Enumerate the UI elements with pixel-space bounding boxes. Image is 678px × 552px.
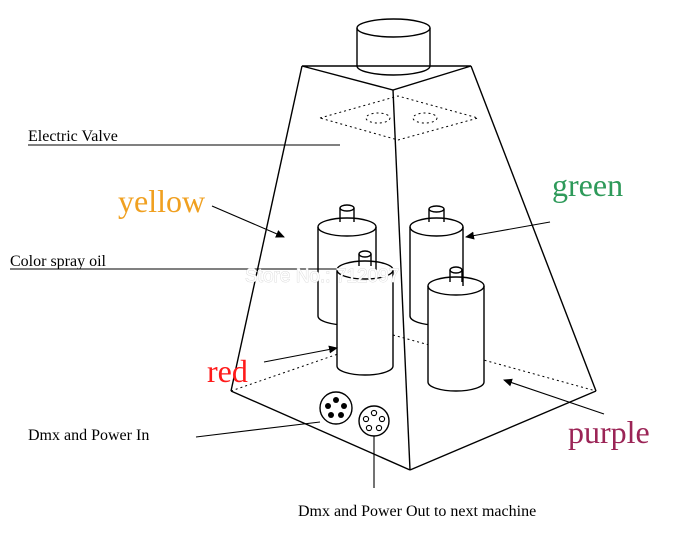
label-purple: purple bbox=[568, 414, 650, 450]
label-dmx-power-in: Dmx and Power In bbox=[28, 427, 149, 444]
top-nozzle bbox=[356, 18, 431, 76]
label-red: red bbox=[207, 353, 248, 389]
label-green: green bbox=[552, 167, 623, 203]
label-dmx-power-out: Dmx and Power Out to next machine bbox=[298, 503, 536, 520]
dmx-out-connector-icon bbox=[358, 405, 390, 437]
store-watermark: Store No.: 712097 bbox=[245, 266, 399, 287]
oil-tank-red bbox=[336, 250, 394, 376]
label-electric-valve: Electric Valve bbox=[28, 128, 118, 145]
label-color-spray-oil: Color spray oil bbox=[10, 253, 107, 270]
machine-housing bbox=[230, 65, 597, 471]
dmx-in-connector-icon bbox=[319, 391, 353, 425]
oil-tank-purple bbox=[427, 266, 485, 392]
leader-lines bbox=[10, 144, 605, 488]
label-yellow: yellow bbox=[118, 183, 205, 219]
